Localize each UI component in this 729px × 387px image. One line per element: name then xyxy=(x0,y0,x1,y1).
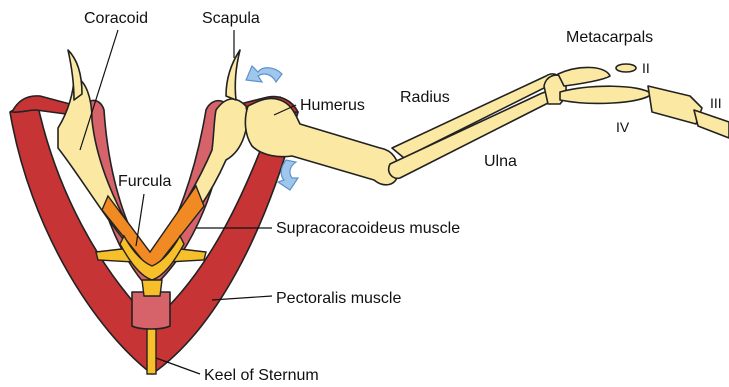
label-keel: Keel of Sternum xyxy=(204,367,319,384)
label-pectoralis: Pectoralis muscle xyxy=(276,290,401,307)
digit-ii-bone xyxy=(616,64,636,72)
digit-iii-bone xyxy=(648,86,702,124)
metacarpal-fused xyxy=(558,67,610,86)
digit-iii-tip xyxy=(694,110,729,138)
scapula-right xyxy=(226,50,240,100)
curved-arrow-up-icon xyxy=(246,66,282,82)
supracoracoideus-base xyxy=(132,292,170,329)
radius xyxy=(392,74,560,158)
label-scapula: Scapula xyxy=(202,10,260,27)
keel-of-sternum xyxy=(147,328,156,374)
label-digit-iii: III xyxy=(710,95,722,111)
label-radius: Radius xyxy=(400,89,450,106)
label-humerus: Humerus xyxy=(300,97,365,114)
label-digit-ii: II xyxy=(642,60,650,76)
pectoralis-cap-left xyxy=(12,96,70,114)
label-digit-iv: IV xyxy=(616,119,630,135)
label-ulna: Ulna xyxy=(484,153,517,170)
furcula-base xyxy=(142,280,162,296)
label-furcula: Furcula xyxy=(118,173,171,190)
label-supracoracoideus: Supracoracoideus muscle xyxy=(276,220,460,237)
label-metacarpals: Metacarpals xyxy=(566,29,653,46)
scapula-left xyxy=(68,50,82,100)
label-coracoid: Coracoid xyxy=(84,10,148,27)
metacarpal-iv xyxy=(560,86,652,103)
